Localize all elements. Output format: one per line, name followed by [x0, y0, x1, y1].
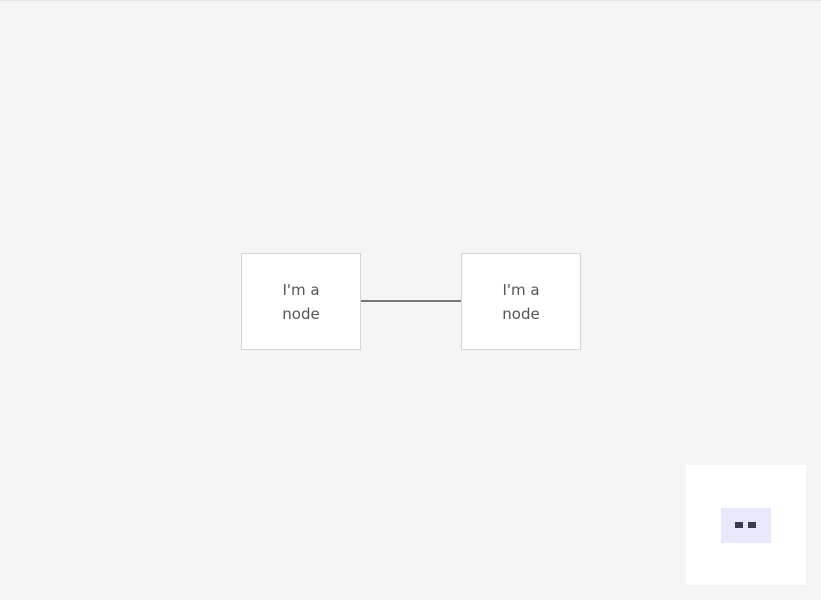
minimap-node — [748, 522, 756, 528]
minimap-node — [735, 522, 743, 528]
minimap[interactable] — [686, 465, 806, 585]
node-label: I'm a node — [502, 280, 540, 323]
minimap-viewport[interactable] — [721, 508, 771, 543]
flow-node[interactable]: I'm a node — [461, 253, 581, 350]
flow-node[interactable]: I'm a node — [241, 253, 361, 350]
node-label: I'm a node — [282, 280, 320, 323]
flow-edge[interactable] — [361, 300, 461, 302]
